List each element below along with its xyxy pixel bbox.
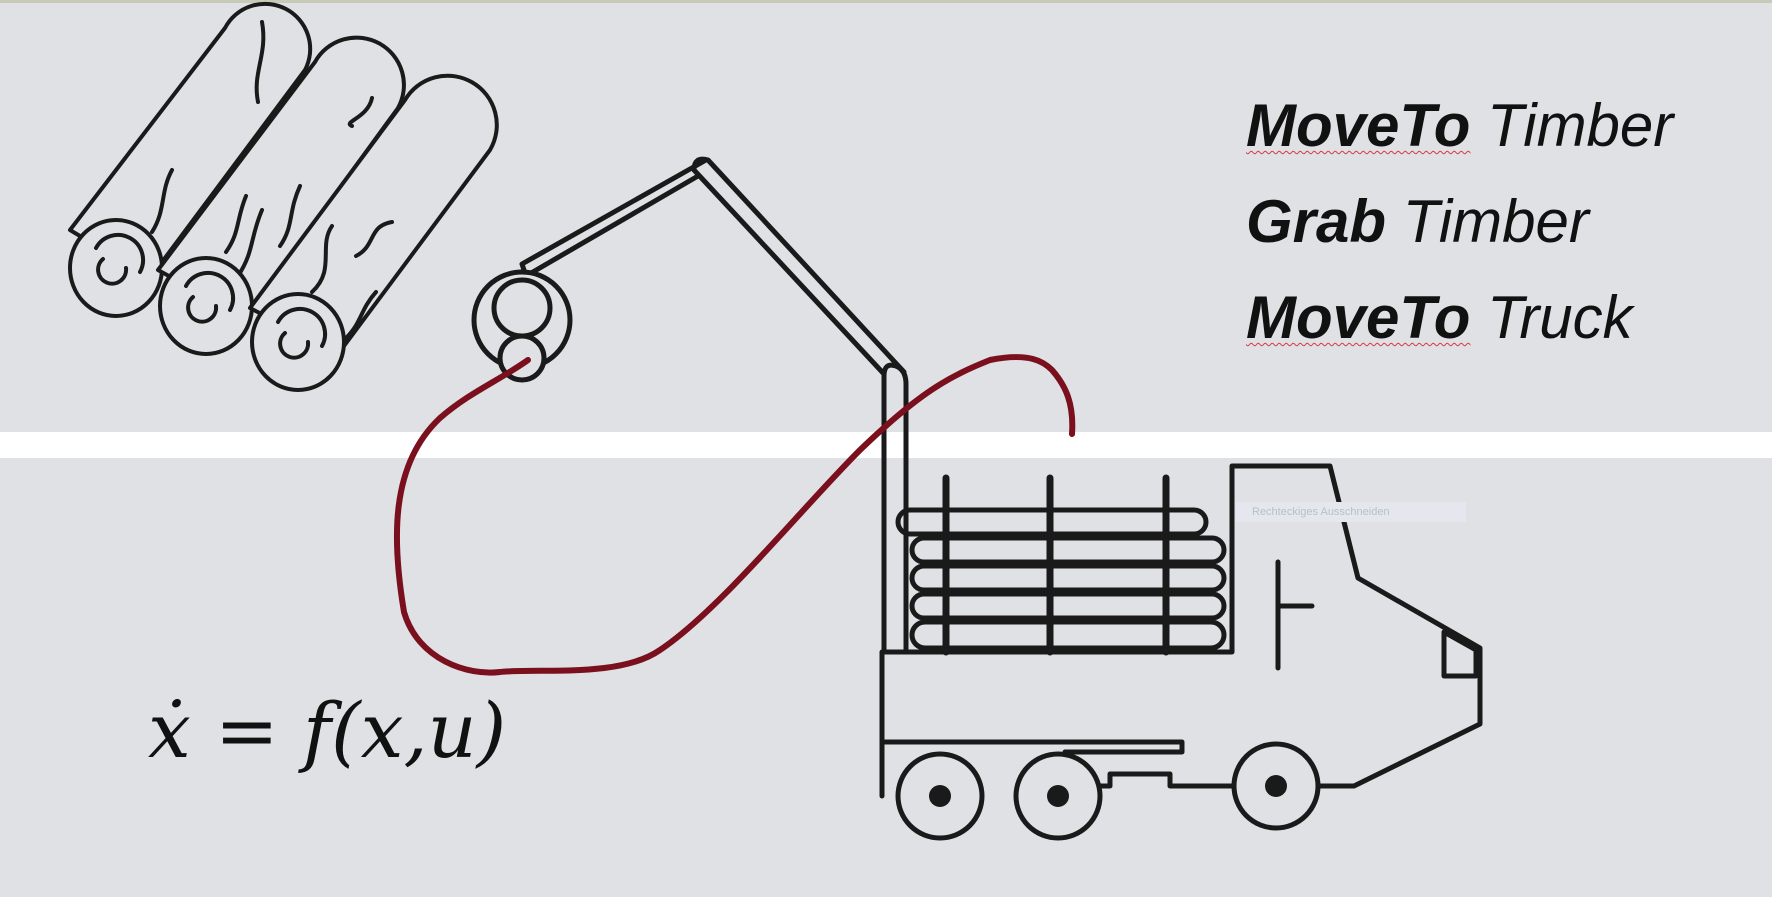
truck-bed [879, 463, 1483, 789]
command-argument: Truck [1487, 284, 1633, 351]
crane-boom-upper [691, 156, 907, 377]
trajectory-curve [393, 354, 1076, 676]
log-pile-icon [68, 1, 499, 392]
command-line-3: MoveTo Truck [1246, 288, 1673, 384]
truck-icon [879, 463, 1483, 841]
command-argument: Timber [1487, 92, 1674, 159]
truck-door-handle [1275, 559, 1315, 671]
log-2 [156, 35, 406, 356]
dynamics-equation: ẋ = f(x,u) [148, 686, 507, 775]
log-1 [68, 1, 313, 318]
command-keyword: MoveTo [1246, 284, 1471, 351]
crane-arm-icon [519, 156, 909, 655]
command-keyword: MoveTo [1246, 92, 1471, 159]
command-line-1: MoveTo Timber [1246, 96, 1673, 192]
command-keyword: Grab [1246, 188, 1387, 255]
command-argument: Timber [1402, 188, 1589, 255]
command-list: MoveTo Timber Grab Timber MoveTo Truck [1246, 96, 1673, 384]
tooltip-label: Rechteckiges Ausschneiden [1236, 502, 1466, 522]
command-line-2: Grab Timber [1246, 192, 1673, 288]
truck-wheels [895, 741, 1321, 841]
crane-boom-lower [519, 157, 709, 279]
log-3 [248, 73, 499, 392]
top-edge-line [0, 0, 1772, 3]
truck-window [1441, 629, 1479, 679]
